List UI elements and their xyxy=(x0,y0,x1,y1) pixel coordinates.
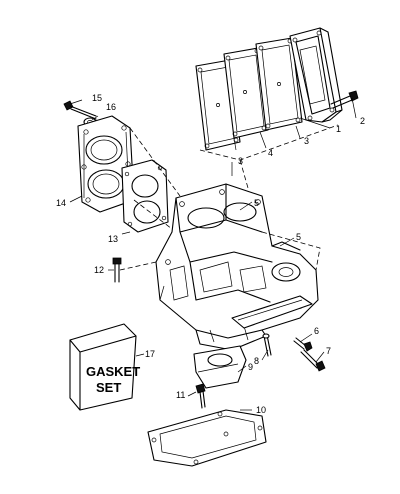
head-gasket xyxy=(121,159,169,233)
stud-bolt xyxy=(112,257,122,283)
callout-16: 16 xyxy=(106,102,116,112)
gasket-set-box: GASKET SET xyxy=(69,323,140,411)
callout-11: 11 xyxy=(176,390,185,400)
callout-15: 15 xyxy=(92,93,102,103)
callout-6: 6 xyxy=(314,326,319,336)
callout-12: 12 xyxy=(94,265,104,275)
callout-2: 2 xyxy=(360,116,365,126)
exhaust-plate-rail xyxy=(231,295,313,329)
callout-13: 13 xyxy=(108,234,118,244)
bracket-bolt xyxy=(195,383,206,409)
block-dashed-guides xyxy=(119,231,321,271)
leader-dash-down xyxy=(239,159,249,189)
gasket-plate-3 xyxy=(255,37,303,131)
kit-label-line2: SET xyxy=(96,380,121,395)
callout-4: 4 xyxy=(268,148,273,158)
callout-5a: 5 xyxy=(254,198,259,208)
callout-14: 14 xyxy=(56,198,66,208)
base-gasket xyxy=(147,409,267,467)
callout-8: 8 xyxy=(254,356,259,366)
callout-17: 17 xyxy=(145,349,155,359)
mounting-bracket xyxy=(193,345,247,389)
leader-dash-head xyxy=(129,127,181,233)
leader-lines xyxy=(69,97,357,411)
cover-screw xyxy=(330,90,359,109)
callout-3b: 3 xyxy=(238,156,243,166)
kit-label-line1: GASKET xyxy=(86,364,140,379)
callout-numbers: 1 2 3 3 4 5 5 6 7 8 9 10 11 12 13 14 15 … xyxy=(56,93,365,415)
head-bolt xyxy=(63,100,97,120)
block-bolt xyxy=(300,349,326,372)
callout-1: 1 xyxy=(336,124,341,134)
drain-screw xyxy=(293,337,313,352)
callout-3a: 3 xyxy=(304,136,309,146)
cylinder-block xyxy=(155,183,319,351)
dowel-pin xyxy=(262,333,272,357)
callout-10: 10 xyxy=(256,405,266,415)
transfer-port-cover xyxy=(289,27,343,123)
callout-9: 9 xyxy=(248,362,253,372)
cylinder-head xyxy=(77,115,135,213)
callout-5b: 5 xyxy=(296,232,301,242)
callout-7: 7 xyxy=(326,346,331,356)
